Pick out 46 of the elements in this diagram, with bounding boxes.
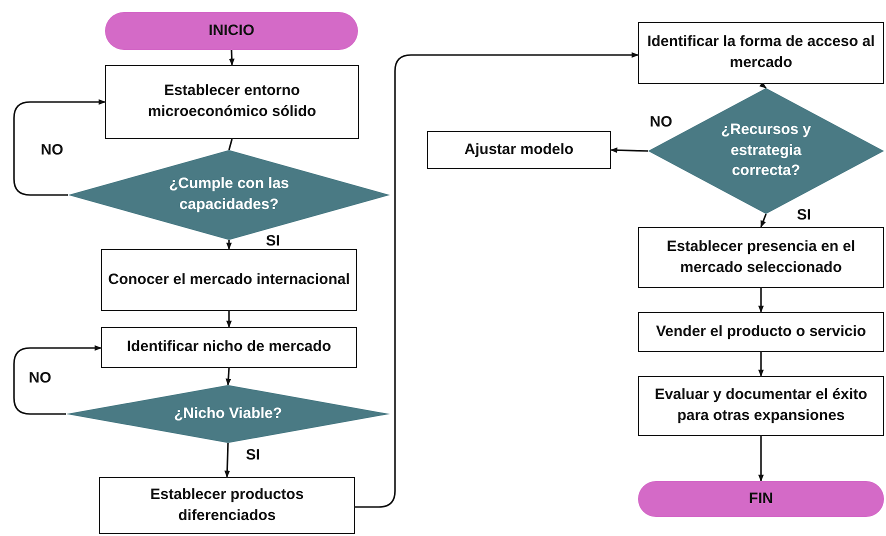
arrow bbox=[13, 345, 102, 415]
node-label: ¿Recursos y estrategia correcta? bbox=[720, 120, 812, 182]
node-label: Ajustar modelo bbox=[464, 140, 574, 160]
process-box bbox=[99, 477, 355, 534]
arrow bbox=[759, 82, 767, 89]
edge-label: SI bbox=[794, 208, 814, 222]
process-box bbox=[427, 131, 611, 169]
node-label: Establecer entorno microeconómico sólido bbox=[146, 81, 318, 122]
arrow bbox=[355, 52, 639, 508]
process-box bbox=[638, 227, 884, 288]
edge-label: NO bbox=[38, 142, 66, 158]
node-label: ¿Nicho Viable? bbox=[172, 404, 284, 424]
node-label: Evaluar y documentar el éxito para otras expansiones bbox=[654, 385, 868, 426]
arrow bbox=[758, 436, 764, 482]
arrow bbox=[758, 288, 764, 313]
edge-label: NO bbox=[648, 114, 674, 130]
process-box bbox=[638, 376, 884, 436]
process-box bbox=[638, 312, 884, 352]
arrow bbox=[224, 442, 230, 478]
arrow bbox=[226, 311, 232, 328]
node-label: Conocer el mercado internacional bbox=[108, 270, 350, 290]
edge-label: NO bbox=[26, 370, 54, 386]
node-label: ¿Cumple con las capacidades? bbox=[168, 174, 290, 215]
arrow bbox=[226, 240, 232, 250]
arrow bbox=[226, 368, 232, 386]
process-box bbox=[101, 249, 357, 311]
edge-label: SI bbox=[244, 448, 262, 462]
arrow bbox=[758, 352, 764, 377]
terminal-pill bbox=[105, 12, 358, 50]
edge-label: SI bbox=[264, 234, 282, 248]
process-box bbox=[638, 22, 884, 84]
arrow bbox=[760, 214, 767, 228]
terminal-pill bbox=[638, 481, 884, 517]
arrow bbox=[13, 99, 106, 196]
node-label: Vender el producto o servicio bbox=[656, 322, 866, 342]
arrow bbox=[229, 50, 235, 66]
node-label: INICIO bbox=[208, 20, 254, 41]
decision-diamond bbox=[66, 385, 390, 443]
node-label: FIN bbox=[748, 488, 774, 509]
node-label: Identificar la forma de acceso al mercado bbox=[646, 32, 876, 73]
node-label: Identificar nicho de mercado bbox=[126, 337, 332, 358]
arrow bbox=[610, 147, 648, 153]
node-label: Establecer productos diferenciados bbox=[149, 484, 305, 526]
process-box bbox=[101, 327, 357, 368]
process-box bbox=[105, 65, 359, 139]
node-label: Establecer presencia en el mercado seleccionado bbox=[666, 236, 856, 278]
